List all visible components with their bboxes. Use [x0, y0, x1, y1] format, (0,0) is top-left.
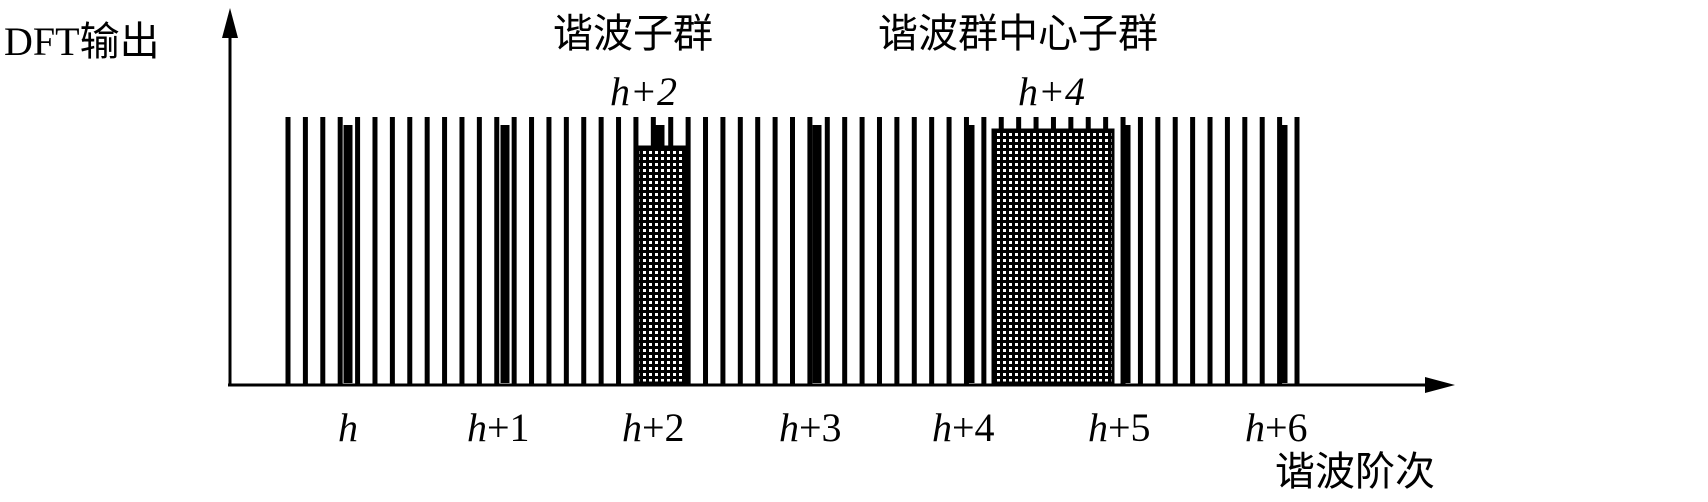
- spectral-line: [755, 117, 761, 385]
- tick-suffix: +2: [642, 405, 685, 450]
- spectral-line: [598, 117, 604, 385]
- spectral-line: [581, 117, 587, 385]
- spectral-line: [790, 117, 795, 385]
- spectral-line: [1207, 117, 1213, 385]
- x-tick-label: h: [338, 408, 358, 448]
- y-axis-arrow-icon: [222, 8, 238, 38]
- center-subgroup-highlight: [991, 128, 1115, 385]
- spectral-line: [355, 117, 361, 385]
- tick-suffix: +4: [952, 405, 995, 450]
- spectral-line: [720, 117, 726, 385]
- spectral-line: [824, 117, 830, 385]
- spectral-line: [320, 117, 326, 385]
- tick-variable: h: [338, 405, 358, 450]
- spectral-line: [494, 117, 500, 385]
- harmonic-bar: [1121, 125, 1131, 383]
- x-axis-label: 谐波阶次: [1275, 449, 1435, 494]
- tick-variable: h: [1245, 405, 1265, 450]
- spectral-line: [1224, 117, 1230, 385]
- spectral-line: [1259, 117, 1265, 385]
- spectral-line: [1155, 117, 1161, 385]
- spectral-line: [616, 117, 622, 385]
- spectral-line: [337, 117, 343, 385]
- spectral-line: [946, 117, 952, 385]
- spectral-line: [842, 117, 848, 385]
- spectral-line: [442, 117, 448, 385]
- spectral-line: [929, 117, 935, 385]
- tick-variable: h: [1088, 405, 1108, 450]
- tick-variable: h: [932, 405, 952, 450]
- spectral-line: [563, 117, 569, 385]
- spectral-line: [685, 117, 691, 385]
- tick-variable: h: [467, 405, 487, 450]
- y-axis-label: DFT输出: [4, 19, 160, 64]
- spectral-line: [772, 117, 778, 385]
- spectral-line: [546, 117, 552, 385]
- spectral-line: [1172, 117, 1178, 385]
- spectral-line: [859, 117, 865, 385]
- spectral-lines: [285, 117, 1300, 385]
- subgroup-highlight: [636, 145, 687, 385]
- x-tick-label: h+5: [1088, 408, 1151, 448]
- tick-suffix: +3: [799, 405, 842, 450]
- x-tick-label: h+1: [467, 408, 530, 448]
- center-subgroup-order-label: h+4: [1018, 69, 1085, 114]
- tick-suffix: +6: [1265, 405, 1308, 450]
- spectral-line: [459, 117, 465, 385]
- subgroup-order-label: h+2: [610, 69, 677, 114]
- spectral-line: [372, 117, 378, 385]
- spectral-line: [302, 117, 308, 385]
- spectral-line: [424, 117, 430, 385]
- x-tick-label: h+2: [622, 408, 685, 448]
- spectral-line: [529, 117, 535, 385]
- spectral-line: [407, 117, 413, 385]
- spectral-line: [1190, 117, 1196, 385]
- spectral-line: [633, 117, 639, 385]
- tick-variable: h: [779, 405, 799, 450]
- spectral-line: [703, 117, 709, 385]
- tick-suffix: +1: [487, 405, 530, 450]
- spectral-line: [285, 117, 291, 385]
- spectral-line: [737, 117, 743, 385]
- harmonic-bar: [812, 125, 822, 383]
- spectral-line: [389, 117, 395, 385]
- x-axis-arrow-icon: [1425, 377, 1455, 393]
- spectral-line: [476, 117, 482, 385]
- spectral-line: [511, 117, 517, 385]
- harmonic-bar: [343, 125, 353, 383]
- spectral-line: [876, 117, 882, 385]
- center-subgroup-label: 谐波群中心子群: [878, 11, 1158, 56]
- x-tick-label: h+4: [932, 408, 995, 448]
- spectral-line: [894, 117, 900, 385]
- spectral-line: [1137, 117, 1143, 385]
- spectral-line: [1242, 117, 1248, 385]
- harmonic-bar: [1278, 125, 1288, 383]
- x-tick-label: h+3: [779, 408, 842, 448]
- spectral-line: [981, 117, 987, 385]
- spectral-line: [911, 117, 917, 385]
- spectral-line: [807, 117, 813, 385]
- subgroup-label: 谐波子群: [553, 11, 713, 56]
- spectral-line: [1294, 117, 1300, 385]
- tick-suffix: +5: [1108, 405, 1151, 450]
- x-tick-label: h+6: [1245, 408, 1308, 448]
- harmonic-bar: [500, 125, 510, 383]
- tick-variable: h: [622, 405, 642, 450]
- harmonic-bar: [965, 125, 975, 383]
